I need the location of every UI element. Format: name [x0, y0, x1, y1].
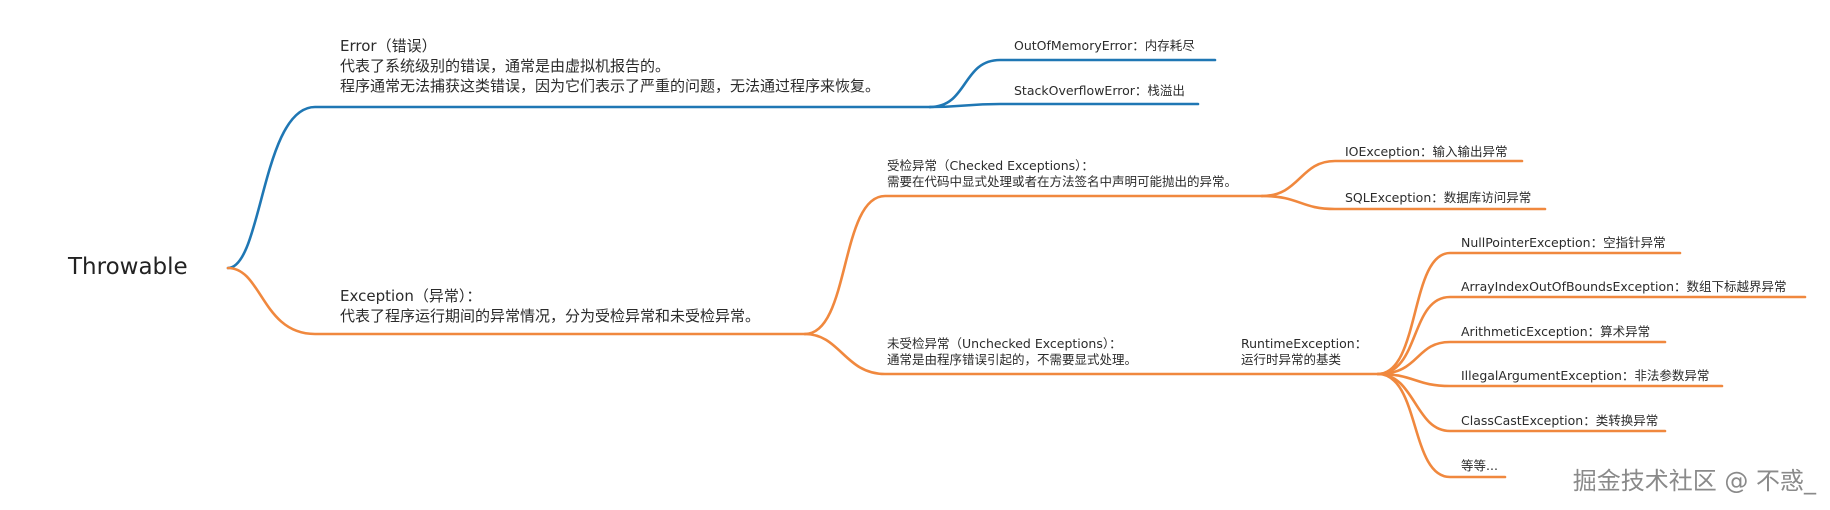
- node-unchecked-title: 未受检异常（Unchecked Exceptions）：: [887, 336, 1122, 351]
- connector-runtime-to-aioobe: [1376, 295, 1807, 376]
- connector-error-to-oom: [928, 58, 1217, 109]
- node-stackoverflowerror: StackOverflowError：栈溢出: [1014, 83, 1185, 98]
- connector-error-to-sof: [928, 102, 1200, 109]
- node-error: Error（错误） 代表了系统级别的错误，通常是由虚拟机报告的。 程序通常无法捕…: [340, 36, 880, 96]
- node-checked-exceptions: 受检异常（Checked Exceptions）： 需要在代码中显式处理或者在方…: [887, 158, 1237, 190]
- node-etc: 等等...: [1461, 458, 1498, 473]
- connector-runtime-to-illegalarg: [1376, 372, 1724, 388]
- node-unchecked-exceptions: 未受检异常（Unchecked Exceptions）： 通常是由程序错误引起的…: [887, 336, 1137, 368]
- node-illegalargumentexception: IllegalArgumentException：非法参数异常: [1461, 368, 1710, 383]
- node-error-title: Error（错误）: [340, 37, 437, 55]
- node-runtime-title: RuntimeException：: [1241, 336, 1368, 351]
- node-error-line1: 代表了系统级别的错误，通常是由虚拟机报告的。: [340, 57, 671, 75]
- watermark: 掘金技术社区 @ 不惑_: [1572, 467, 1816, 495]
- connector-checked-to-sqlexception: [1260, 194, 1547, 211]
- node-runtimeexception: RuntimeException： 运行时异常的基类: [1241, 336, 1367, 368]
- connector-runtime-to-npe: [1376, 251, 1682, 376]
- node-throwable: Throwable: [68, 254, 188, 280]
- node-nullpointerexception: NullPointerException：空指针异常: [1461, 235, 1666, 250]
- node-error-line2: 程序通常无法捕获这类错误，因为它们表示了严重的问题，无法通过程序来恢复。: [340, 77, 881, 95]
- connector-root-to-exception: [226, 266, 807, 336]
- connector-runtime-to-etc: [1376, 372, 1507, 479]
- node-outofmemoryerror: OutOfMemoryError：内存耗尽: [1014, 38, 1195, 53]
- connector-root-to-error: [226, 105, 932, 270]
- node-exception-title: Exception（异常）：: [340, 287, 482, 305]
- node-runtime-desc: 运行时异常的基类: [1241, 352, 1342, 367]
- node-exception-line1: 代表了程序运行期间的异常情况，分为受检异常和未受检异常。: [340, 307, 761, 325]
- connector-exception-to-checked: [803, 194, 1264, 336]
- node-sqlexception: SQLException：数据库访问异常: [1345, 190, 1532, 205]
- node-ioexception: IOException：输入输出异常: [1345, 144, 1508, 159]
- node-checked-desc: 需要在代码中显式处理或者在方法签名中声明可能抛出的异常。: [887, 174, 1238, 189]
- connector-runtime-to-arithmetic: [1376, 340, 1667, 376]
- connector-checked-to-ioexception: [1260, 159, 1524, 198]
- connector-exception-to-unchecked: [803, 332, 1380, 376]
- node-checked-title: 受检异常（Checked Exceptions）：: [887, 158, 1094, 173]
- node-unchecked-desc: 通常是由程序错误引起的，不需要显式处理。: [887, 352, 1138, 367]
- node-classcastexception: ClassCastException：类转换异常: [1461, 413, 1659, 428]
- node-arrayindexoutofboundsexception: ArrayIndexOutOfBoundsException：数组下标越界异常: [1461, 279, 1787, 294]
- node-exception: Exception（异常）： 代表了程序运行期间的异常情况，分为受检异常和未受检…: [340, 286, 760, 326]
- node-arithmeticexception: ArithmeticException：算术异常: [1461, 324, 1651, 339]
